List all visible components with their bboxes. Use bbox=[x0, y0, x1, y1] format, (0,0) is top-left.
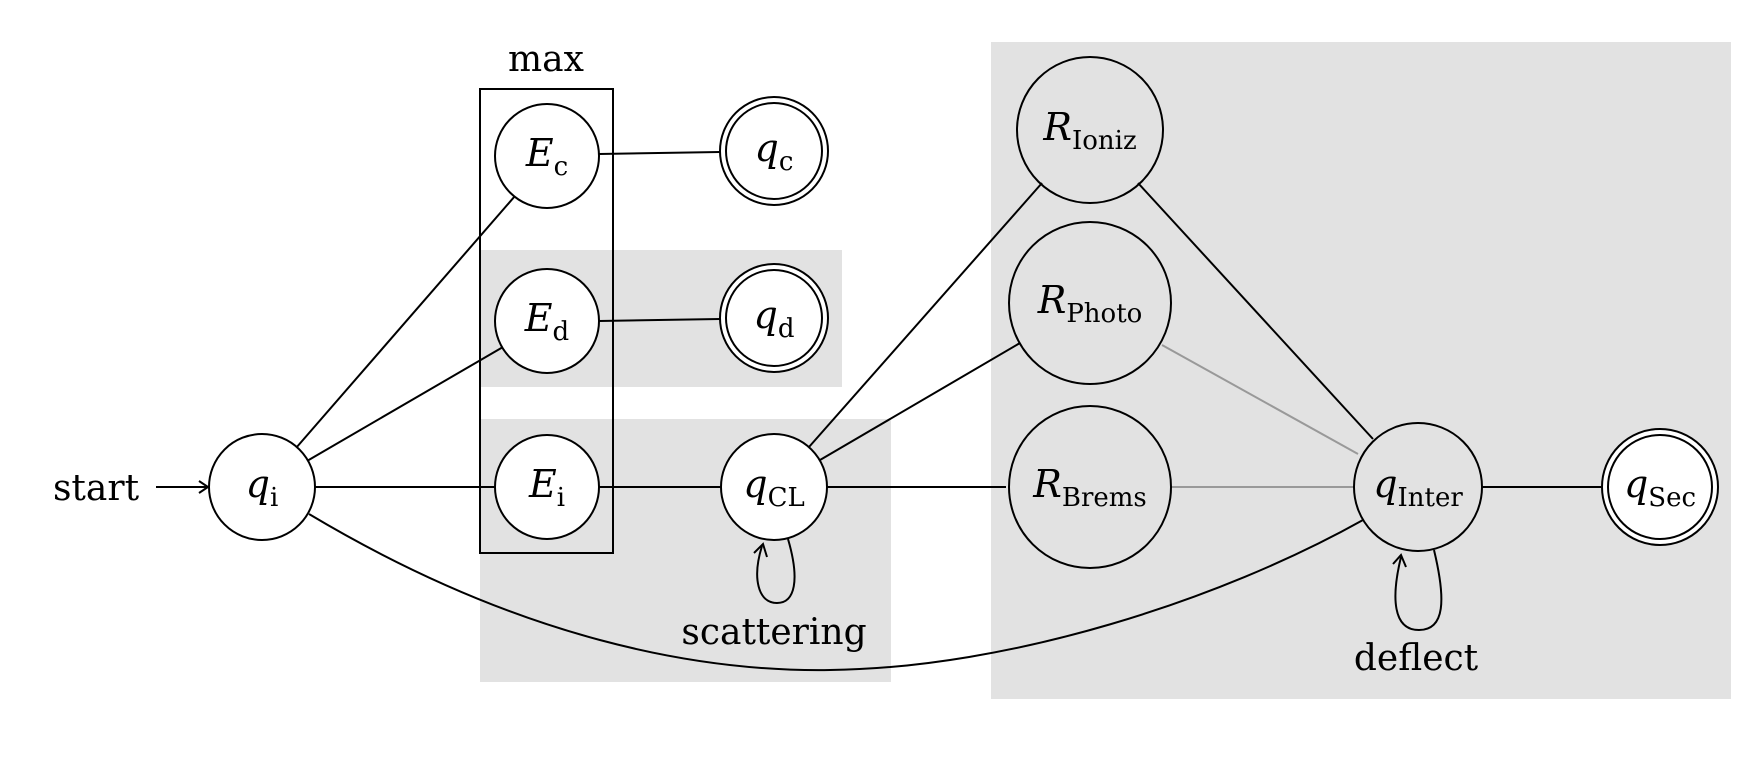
node-RIoniz-sub: Ioniz bbox=[1072, 126, 1137, 156]
node-qSec bbox=[1601, 428, 1719, 546]
node-Ed bbox=[494, 268, 600, 374]
node-RPhoto-sub: Photo bbox=[1066, 299, 1142, 329]
start-label: start bbox=[53, 468, 140, 509]
node-Ec-sub: c bbox=[554, 152, 569, 182]
edge-RIoniz-qInter bbox=[1137, 182, 1374, 440]
arrowhead-scattering bbox=[753, 542, 768, 558]
node-qCL bbox=[720, 433, 828, 541]
edge-Ed-qd bbox=[598, 318, 721, 322]
node-qc-main: q bbox=[755, 126, 779, 170]
node-RBrems-main: R bbox=[1032, 462, 1062, 506]
loop-deflect bbox=[1394, 549, 1443, 632]
region-interaction bbox=[991, 42, 1731, 699]
node-qSec-main: q bbox=[1624, 462, 1648, 506]
deflect-label: deflect bbox=[1354, 638, 1479, 679]
arrowhead-deflect bbox=[1392, 553, 1407, 568]
node-Ei-sub: i bbox=[557, 483, 565, 513]
scattering-label: scattering bbox=[681, 612, 866, 653]
node-qc-inner bbox=[725, 102, 823, 200]
node-qd-main: q bbox=[754, 293, 778, 337]
edge-qCL-RPhoto bbox=[819, 342, 1021, 461]
node-qd bbox=[719, 263, 829, 373]
loop-scattering bbox=[756, 538, 796, 605]
node-Ed-main: E bbox=[524, 296, 553, 340]
node-qInter bbox=[1353, 422, 1483, 552]
node-qInter-sub: Inter bbox=[1398, 483, 1464, 513]
edge-qi-qInter-curve bbox=[308, 513, 1364, 672]
node-Ei-label: Ei bbox=[528, 462, 565, 513]
node-qi-main: q bbox=[246, 462, 270, 506]
node-qd-label: qd bbox=[754, 293, 795, 344]
node-qCL-sub: CL bbox=[768, 483, 805, 513]
node-qc-label: qc bbox=[755, 126, 794, 177]
node-RPhoto-main: R bbox=[1037, 278, 1067, 322]
node-qi bbox=[208, 433, 316, 541]
node-qSec-inner bbox=[1607, 434, 1713, 540]
edge-qi-Ed bbox=[306, 346, 504, 462]
node-RBrems bbox=[1008, 405, 1172, 569]
edge-RPhoto-qInter bbox=[1161, 344, 1359, 455]
node-qInter-main: q bbox=[1373, 462, 1397, 506]
edge-Ec-qc bbox=[598, 151, 721, 155]
node-RBrems-label: RBrems bbox=[1032, 462, 1147, 513]
node-qc bbox=[719, 96, 829, 206]
node-RPhoto-label: RPhoto bbox=[1037, 278, 1143, 329]
node-Ed-sub: d bbox=[553, 317, 570, 347]
node-qd-sub: d bbox=[778, 314, 795, 344]
node-qCL-label: qCL bbox=[743, 462, 805, 513]
node-qSec-label: qSec bbox=[1624, 462, 1696, 513]
node-RIoniz-label: RIoniz bbox=[1042, 105, 1136, 156]
node-qi-sub: i bbox=[270, 483, 278, 513]
edge-qi-Ec bbox=[295, 195, 516, 449]
node-qSec-sub: Sec bbox=[1648, 483, 1696, 513]
node-RIoniz-main: R bbox=[1042, 105, 1072, 149]
node-Ed-label: Ed bbox=[524, 296, 569, 347]
node-qInter-label: qInter bbox=[1373, 462, 1463, 513]
node-qc-sub: c bbox=[779, 147, 794, 177]
node-Ei bbox=[494, 434, 600, 540]
node-Ei-main: E bbox=[528, 462, 557, 506]
node-qi-label: qi bbox=[246, 462, 279, 513]
edge-qCL-RIoniz bbox=[808, 182, 1043, 448]
node-Ec-main: E bbox=[525, 131, 554, 175]
max-label: max bbox=[508, 39, 584, 80]
node-RIoniz bbox=[1016, 56, 1164, 204]
node-Ec bbox=[494, 103, 600, 209]
node-qCL-main: q bbox=[743, 462, 767, 506]
node-Ec-label: Ec bbox=[525, 131, 568, 182]
node-RBrems-sub: Brems bbox=[1062, 483, 1147, 513]
node-qd-inner bbox=[725, 269, 823, 367]
node-RPhoto bbox=[1008, 221, 1172, 385]
